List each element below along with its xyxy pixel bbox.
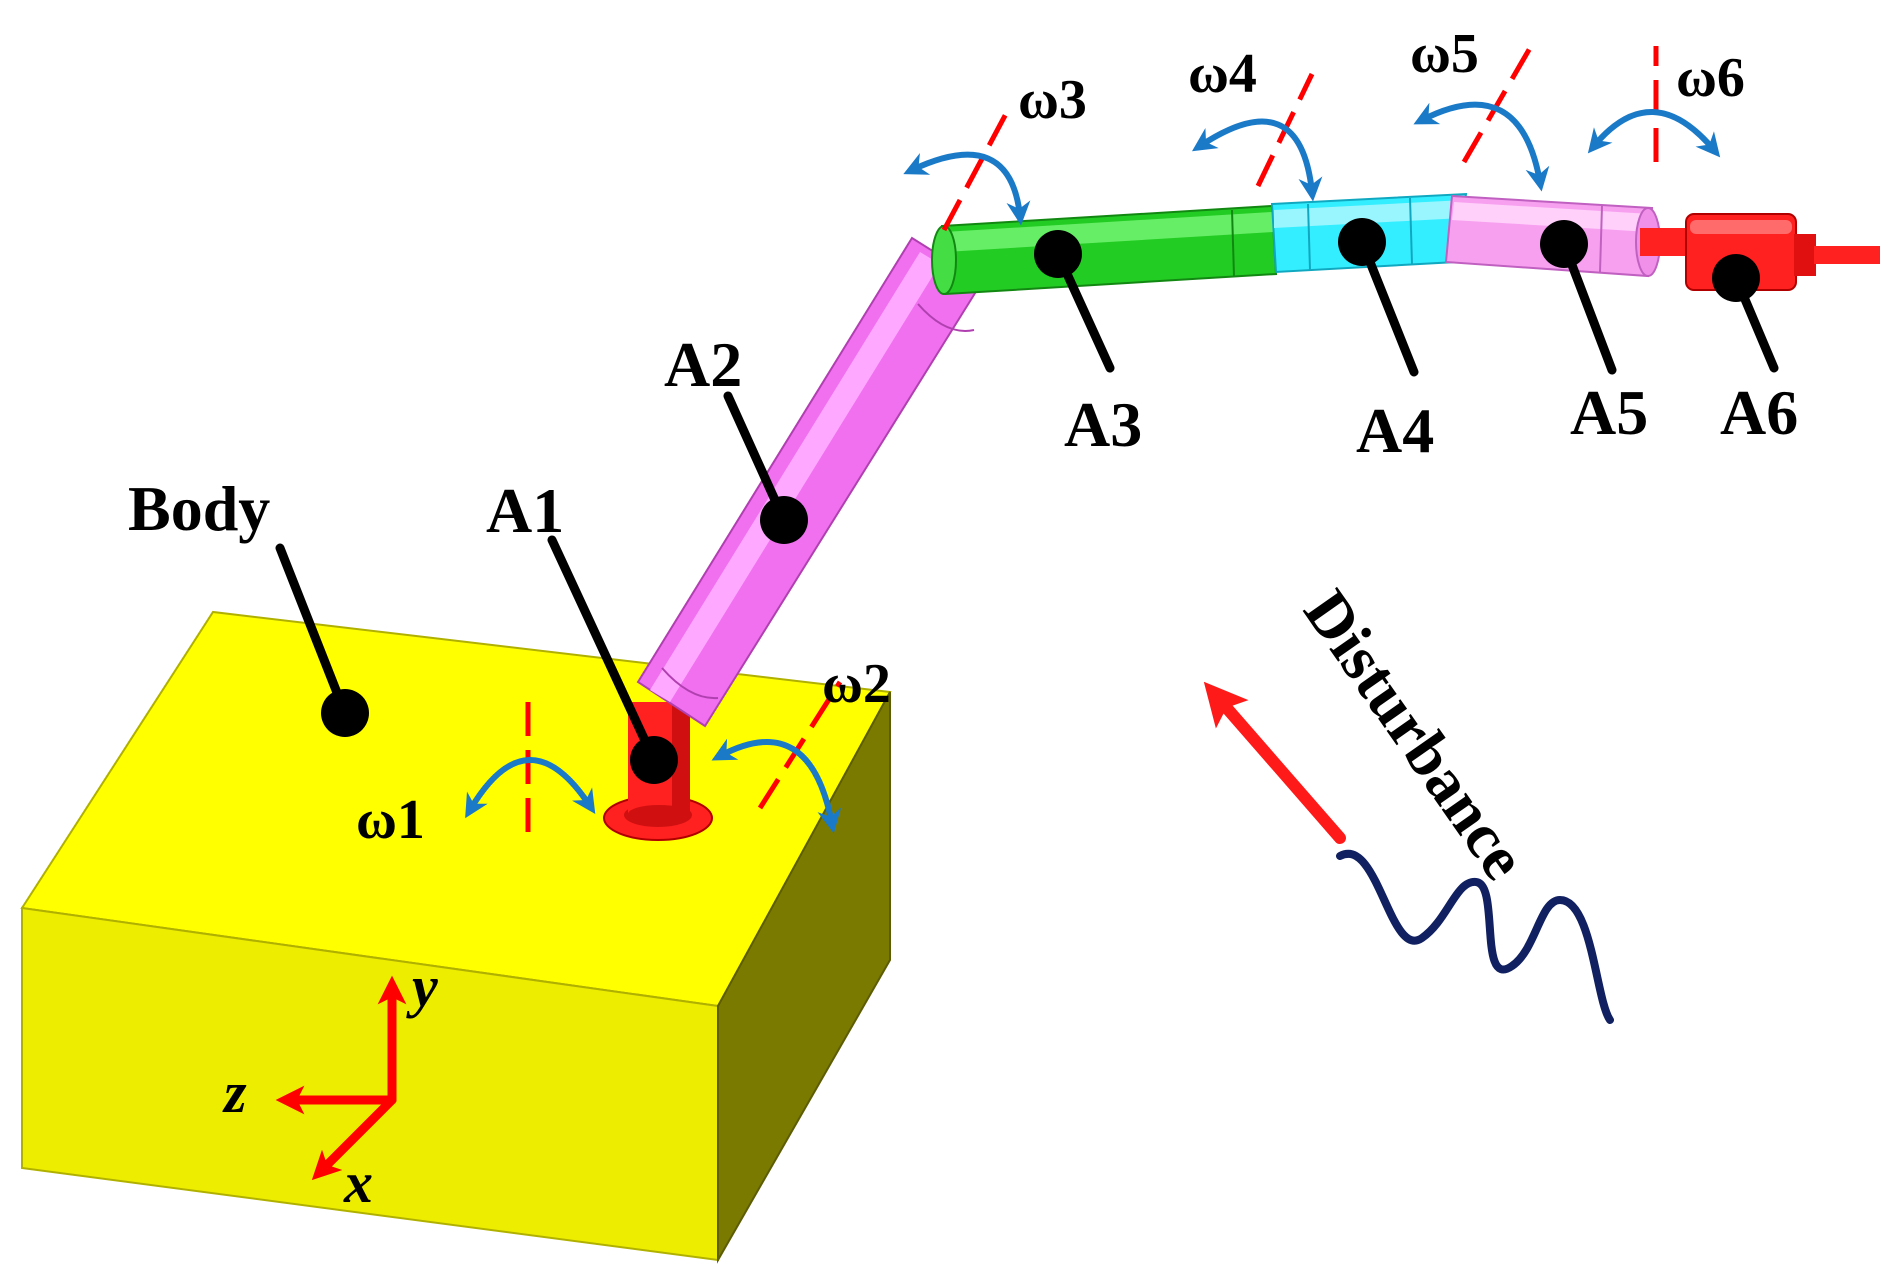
label-w3: ω3 bbox=[1018, 69, 1087, 131]
coordinate-frame bbox=[275, 975, 407, 1181]
a2-ring-2 bbox=[917, 303, 975, 332]
a4-tube-highlight bbox=[1274, 200, 1464, 228]
label-a2: A2 bbox=[664, 329, 742, 400]
body-box bbox=[20, 610, 892, 1264]
label-disturbance: Disturbance bbox=[1291, 577, 1541, 891]
a4-seam-1 bbox=[1307, 203, 1311, 271]
label-body: Body bbox=[128, 473, 270, 544]
disturbance-wave bbox=[1336, 849, 1614, 1024]
a3-tube-highlight bbox=[944, 212, 1273, 252]
a3-end-cap bbox=[931, 225, 957, 295]
rotation-arrow-w3 bbox=[903, 151, 1031, 226]
axis-label-x: x bbox=[343, 1150, 373, 1215]
link-a3 bbox=[931, 204, 1278, 296]
rotation-arrow-w6 bbox=[1587, 109, 1721, 158]
a6-housing-highlight bbox=[1690, 220, 1792, 234]
dot-a1 bbox=[630, 736, 678, 784]
leader-a1 bbox=[547, 535, 659, 765]
a3-seam bbox=[1231, 209, 1235, 277]
label-w2: ω2 bbox=[822, 653, 891, 715]
a6-tool-tip bbox=[1814, 246, 1880, 264]
a1-cylinder-shade bbox=[672, 702, 690, 814]
rotation-arrow-w1 bbox=[465, 757, 596, 819]
label-w4: ω4 bbox=[1188, 43, 1257, 105]
leader-body bbox=[275, 543, 350, 718]
axis-w3 bbox=[941, 108, 1011, 232]
frame-x-axis bbox=[311, 1095, 397, 1181]
a2-ring-1 bbox=[661, 667, 719, 700]
label-a3: A3 bbox=[1064, 389, 1142, 460]
label-a4: A4 bbox=[1356, 395, 1434, 466]
a5-seam bbox=[1599, 205, 1603, 273]
disturbance-indicator bbox=[1203, 681, 1614, 1024]
dot-a3 bbox=[1034, 230, 1082, 278]
dot-a4 bbox=[1338, 218, 1386, 266]
label-w6: ω6 bbox=[1676, 47, 1745, 109]
dot-a6 bbox=[1712, 254, 1760, 302]
label-a6: A6 bbox=[1720, 377, 1798, 448]
disturbance-arrow bbox=[1203, 681, 1346, 844]
dot-a2 bbox=[760, 496, 808, 544]
label-a1: A1 bbox=[486, 475, 564, 546]
dot-a5 bbox=[1540, 220, 1588, 268]
a6-collar bbox=[1794, 234, 1816, 276]
axis-label-z: z bbox=[222, 1060, 247, 1125]
label-a5: A5 bbox=[1570, 377, 1648, 448]
rotation-arrow-w5 bbox=[1413, 101, 1550, 192]
a6-connector bbox=[1640, 228, 1688, 256]
label-w1: ω1 bbox=[356, 789, 425, 851]
axis-label-y: y bbox=[406, 954, 438, 1019]
rotation-arrow-w2 bbox=[711, 738, 842, 834]
link-a6 bbox=[1640, 213, 1880, 291]
link-a2 bbox=[636, 236, 984, 728]
rotation-arrows bbox=[465, 101, 1721, 834]
leader-dots bbox=[321, 218, 1760, 784]
a2-tube-highlight bbox=[650, 252, 940, 702]
label-w5: ω5 bbox=[1410, 23, 1479, 85]
a1-cylinder-bottom bbox=[628, 805, 690, 823]
dot-body bbox=[321, 689, 369, 737]
rotation-arrow-w4 bbox=[1191, 118, 1323, 202]
a4-seam-2 bbox=[1409, 197, 1413, 265]
